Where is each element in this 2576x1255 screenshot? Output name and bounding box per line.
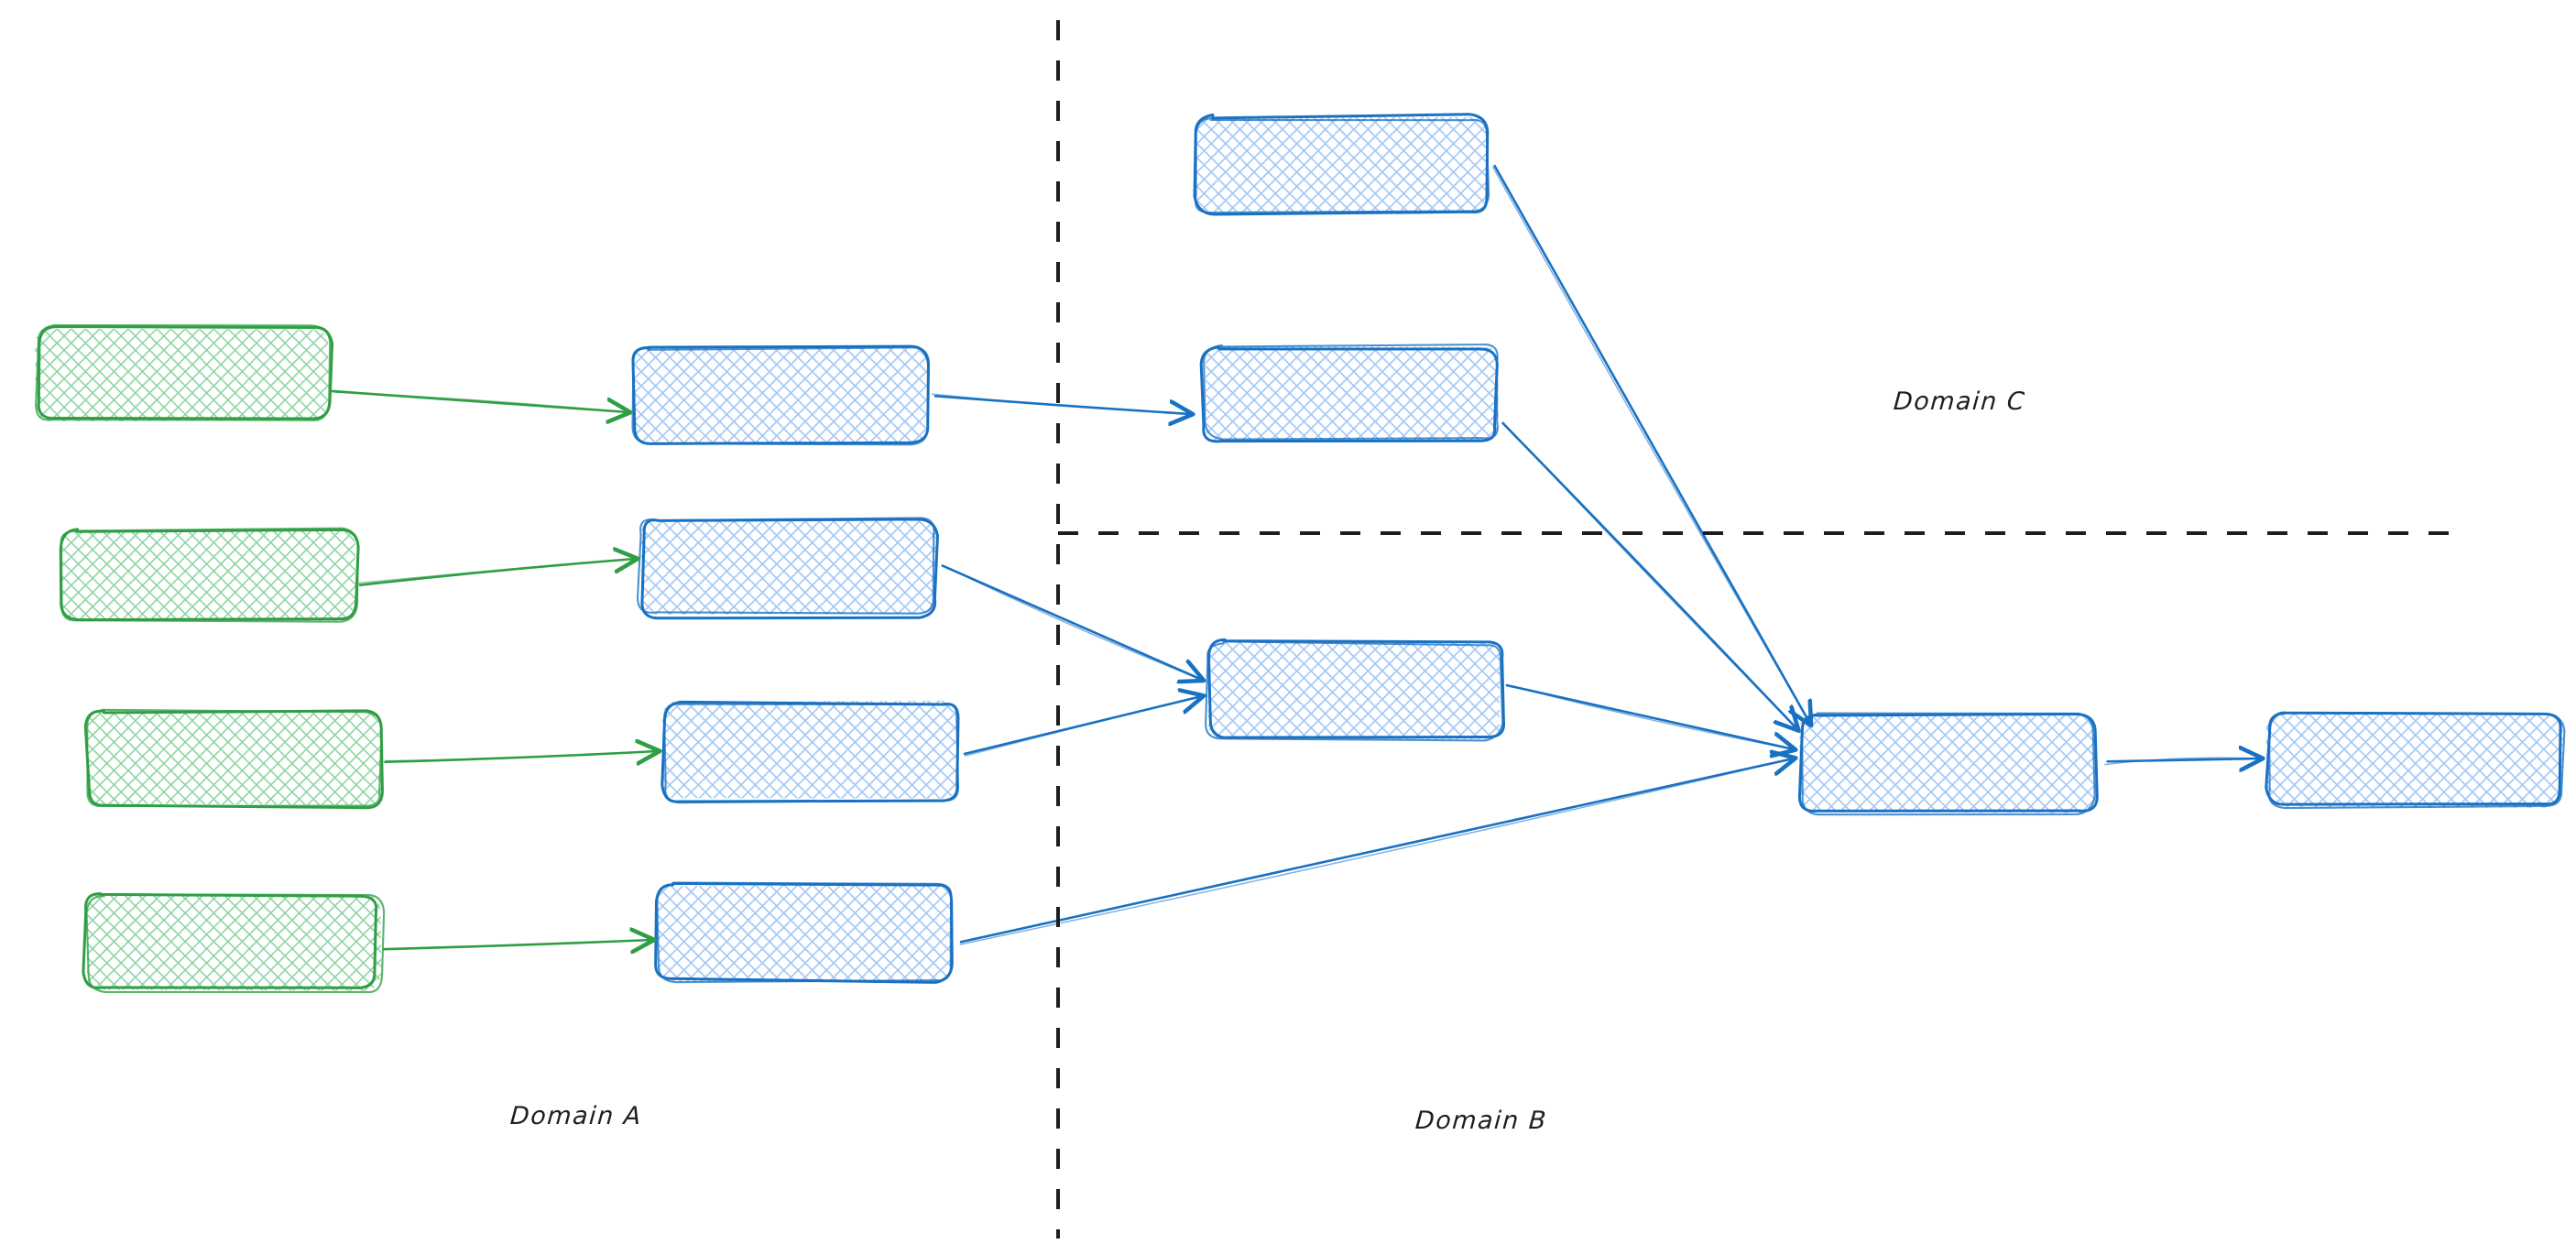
divider-layer — [1056, 20, 2458, 1239]
node-a-src-2[interactable] — [59, 527, 360, 623]
edge-e10 — [1501, 421, 1797, 729]
edge-e2 — [356, 559, 636, 586]
node-c-hub[interactable] — [1797, 712, 2099, 816]
node-b-low[interactable] — [1205, 638, 1505, 742]
edge-e9 — [1492, 164, 1810, 724]
node-layer — [35, 113, 2566, 994]
node-a-mid-2[interactable] — [637, 517, 939, 620]
edge-e8 — [959, 758, 1794, 945]
edge-e1 — [330, 389, 628, 412]
domain-label-b: Domain B — [1414, 1107, 1548, 1135]
edge-e4 — [382, 940, 652, 949]
node-a-mid-4[interactable] — [654, 881, 954, 984]
domain-label-a: Domain A — [508, 1102, 643, 1130]
edge-e3 — [384, 751, 658, 762]
node-a-src-1[interactable] — [35, 323, 334, 421]
node-c-out[interactable] — [2265, 711, 2566, 810]
node-a-mid-3[interactable] — [660, 700, 960, 804]
edge-e12 — [2104, 758, 2261, 764]
node-a-mid-1[interactable] — [631, 344, 930, 446]
edge-e11 — [1505, 683, 1794, 749]
edge-e5 — [932, 393, 1191, 414]
node-b-top[interactable] — [1193, 113, 1490, 216]
edge-e7 — [963, 696, 1202, 757]
node-b-mid[interactable] — [1199, 344, 1499, 443]
edge-layer — [330, 164, 2261, 949]
edge-e6 — [941, 564, 1202, 680]
domain-label-c: Domain C — [1892, 387, 2027, 416]
node-a-src-4[interactable] — [82, 892, 386, 994]
node-a-src-3[interactable] — [83, 708, 384, 810]
